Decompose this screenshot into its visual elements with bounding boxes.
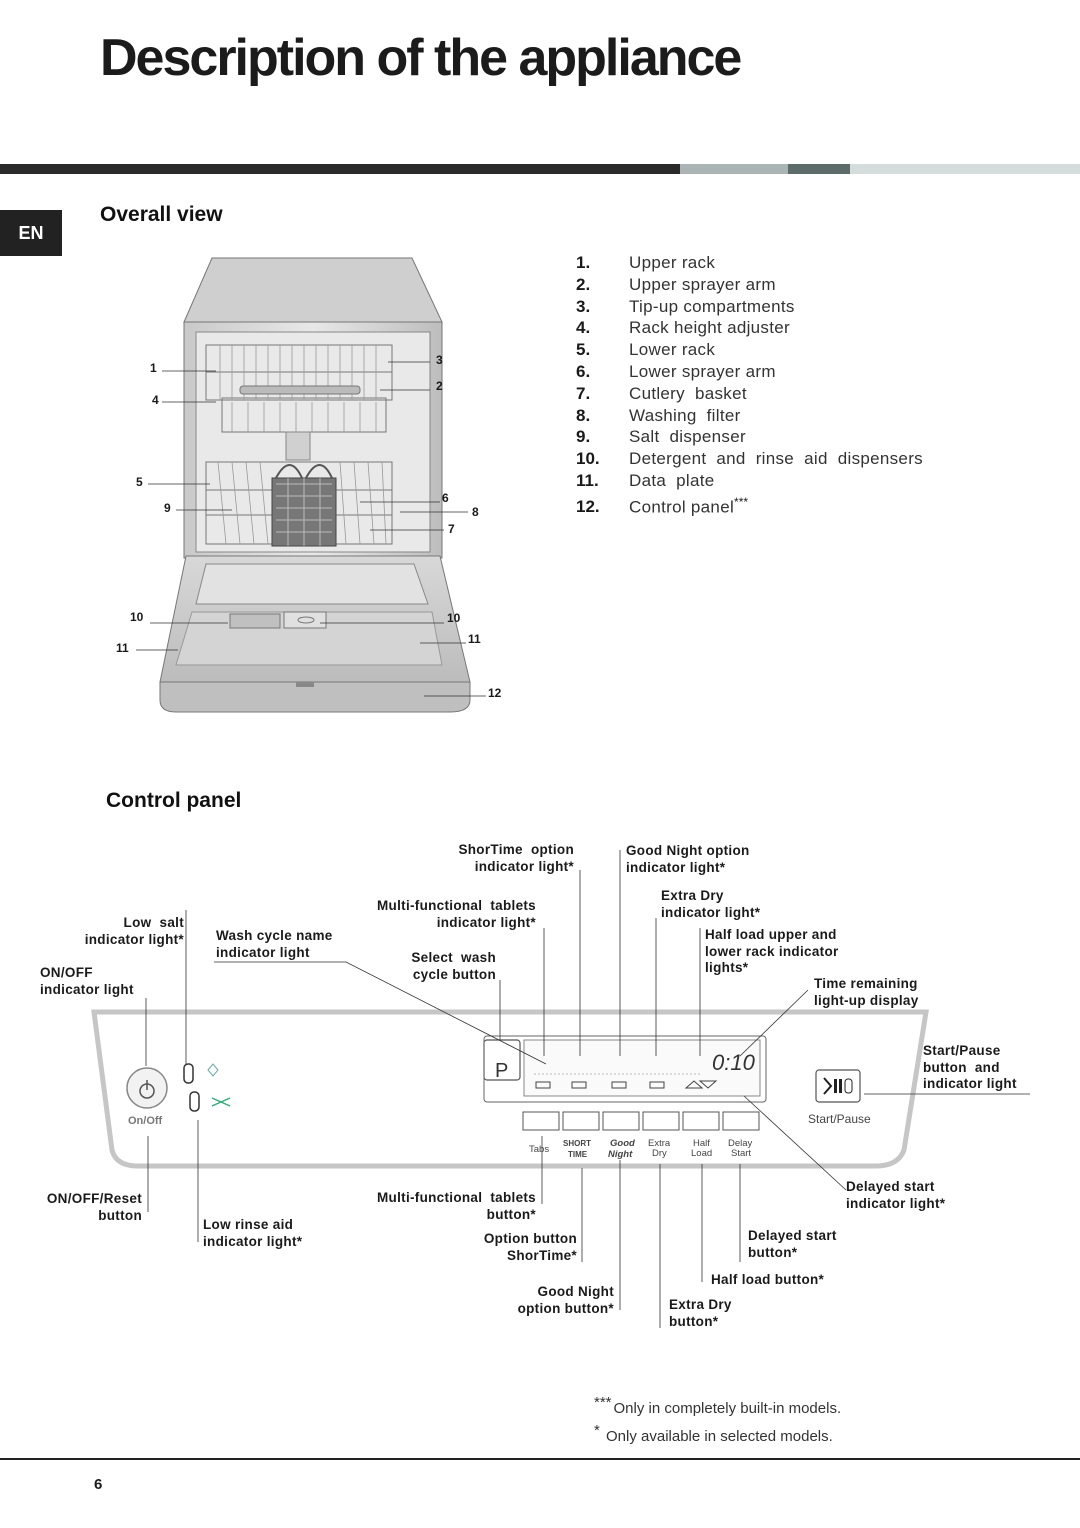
btn-caption-tabs: Tabs [529,1144,549,1155]
footnote-built-in: ***Only in completely built-in models. [594,1394,842,1417]
page-number: 6 [94,1476,103,1493]
footnotes: ***Only in completely built-in models. *… [594,1392,841,1448]
btn-caption-time: TIME [568,1150,588,1159]
control-panel-illustration: On/Off P 0:10 Tabs SHORT TIME Good Night [91,1009,929,1169]
legend-item: 10.Detergent and rinse aid dispensers [576,449,923,469]
callout-10-right: 10 [447,611,461,625]
label-on-off-reset: ON/OFF/Reset button [46,1191,142,1223]
header-bar-light [850,164,1080,174]
btn-caption-extra: Extra [648,1138,671,1149]
legend-item: 8.Washing filter [576,405,741,425]
label-goodnight-light: Good Night option indicator light* [626,843,750,875]
parts-legend: 1.Upper rack 2.Upper sprayer arm 3.Tip-u… [576,252,923,517]
control-panel-heading: Control panel [106,789,242,812]
callout-11-right: 11 [468,632,481,646]
p-button-glyph: P [495,1060,508,1082]
legend-item: 3.Tip-up compartments [576,296,795,316]
legend-item: 1.Upper rack [576,253,716,272]
onoff-caption: On/Off [128,1115,163,1127]
label-extra-dry-light: Extra Dry indicator light* [661,888,761,920]
time-display: 0:10 [712,1050,756,1075]
label-multi-tabs-button: Multi-functional tablets button* [377,1190,536,1222]
legend-item: 12.Control panel*** [576,494,749,517]
callout-5: 5 [136,475,143,489]
callout-3: 3 [436,353,443,367]
callout-4: 4 [152,393,159,407]
legend-item: 2.Upper sprayer arm [576,274,776,294]
label-half-load-lights: Half load upper and lower rack indicator… [705,927,839,975]
callout-12: 12 [488,686,502,700]
label-delayed-start-button: Delayed start button* [748,1228,837,1260]
btn-caption-short: SHORT [563,1139,591,1148]
label-select-wash: Select wash cycle button [411,950,496,982]
start-pause-caption: Start/Pause [808,1112,871,1126]
label-goodnight-button: Good Night option button* [517,1284,614,1316]
header-bar-mid [680,164,788,174]
btn-caption-start: Start [731,1148,751,1159]
label-low-rinse: Low rinse aid indicator light* [203,1217,303,1249]
legend-item: 9.Salt dispenser [576,427,746,447]
header-bar-slate [788,164,850,174]
callout-8: 8 [472,505,479,519]
btn-caption-good: Good [610,1138,635,1149]
header-bar-dark [0,164,680,174]
label-start-pause: Start/Pause button and indicator light [923,1043,1017,1091]
legend-item: 5.Lower rack [576,340,716,360]
label-delayed-start-light: Delayed start indicator light* [846,1179,946,1211]
language-tab: EN [0,210,62,256]
callout-11-left: 11 [116,641,129,655]
btn-caption-delay: Delay [728,1138,753,1149]
footnote-selected-models: * Only available in selected models. [594,1422,833,1445]
label-time-remaining: Time remaining light-up display [814,976,919,1008]
callout-1: 1 [150,361,157,375]
label-extra-dry-button: Extra Dry button* [669,1297,732,1329]
cutlery-basket-icon [271,464,337,547]
legend-item: 4.Rack height adjuster [576,318,790,338]
btn-caption-load: Load [691,1148,712,1159]
label-option-shortime: Option button ShorTime* [483,1231,577,1263]
start-pause-button-icon [815,1069,861,1103]
rinse-aid-icon [211,1097,231,1107]
callout-2: 2 [436,379,443,393]
open-door-icon [159,555,471,713]
btn-caption-dry: Dry [652,1148,667,1159]
callout-6: 6 [442,491,449,505]
label-low-salt: Low salt indicator light* [84,915,184,947]
page-title: Description of the appliance [100,29,742,87]
btn-caption-night: Night [608,1149,633,1160]
label-wash-cycle-name: Wash cycle name indicator light [216,928,333,960]
salt-icon [207,1063,219,1077]
label-multi-tabs-light: Multi-functional tablets indicator light… [377,898,536,930]
callout-9: 9 [164,501,171,515]
btn-caption-half: Half [693,1138,710,1149]
legend-item: 6.Lower sprayer arm [576,361,776,381]
callout-10-left: 10 [130,610,144,624]
overall-view-heading: Overall view [100,203,223,226]
label-shortime-light: ShorTime option indicator light* [458,842,574,874]
label-on-off-light: ON/OFF indicator light [40,965,134,997]
legend-item: 7.Cutlery basket [576,383,747,403]
label-half-load-button: Half load button* [711,1272,825,1287]
callout-7: 7 [448,522,455,536]
legend-item: 11.Data plate [576,470,715,490]
footer-rule [0,1458,1080,1460]
